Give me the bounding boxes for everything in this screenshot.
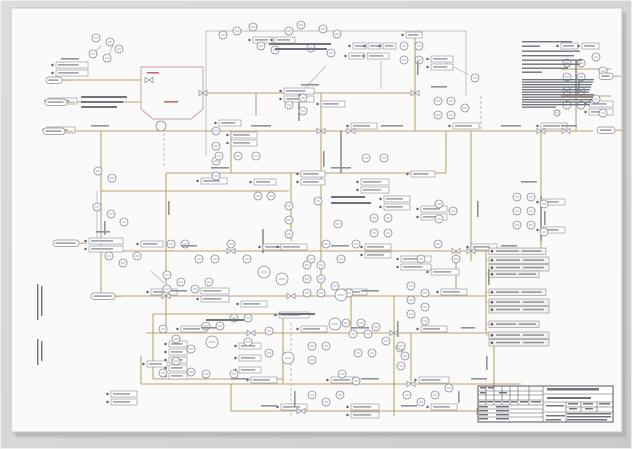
offpage-pills	[42, 72, 623, 300]
title-block	[477, 385, 614, 423]
text-marks	[61, 43, 580, 407]
notes-block	[522, 41, 594, 117]
dashed-lines	[163, 96, 482, 416]
connector-tags	[486, 247, 550, 347]
label-boxes	[42, 31, 614, 419]
instrument-circles	[88, 20, 608, 407]
vessel-symbol	[140, 66, 204, 132]
side-stamp-text	[37, 284, 43, 365]
